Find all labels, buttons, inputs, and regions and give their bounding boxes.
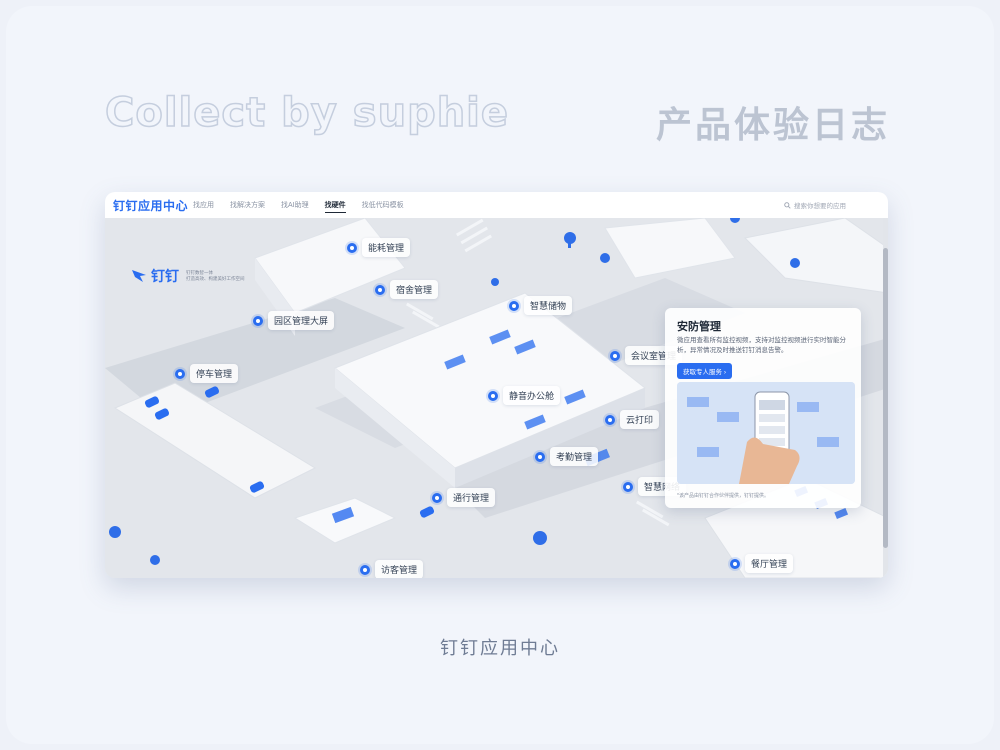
location-dot-icon	[375, 284, 385, 295]
label-text: 园区管理大屏	[268, 311, 335, 330]
poster-heading: 产品体验日志	[655, 105, 890, 146]
location-dot-icon	[509, 300, 519, 311]
scene-label-attendance[interactable]: 考勤管理	[535, 447, 599, 466]
isometric-campus-scene: 钉钉 钉钉数智一体 打造高效、构建美好工作空间 能耗管理 宿舍管理 智慧储物 园…	[105, 218, 888, 578]
dingtalk-logo: 钉钉 钉钉数智一体 打造高效、构建美好工作空间	[131, 266, 245, 286]
scene-label-parking[interactable]: 停车管理	[175, 364, 239, 383]
location-dot-icon	[488, 390, 498, 401]
scene-label-park-screen[interactable]: 园区管理大屏	[253, 311, 335, 330]
search-placeholder: 搜索你想要的应用	[794, 203, 846, 210]
nav-find-apps[interactable]: 找应用	[193, 202, 214, 209]
panel-product-image	[677, 382, 855, 484]
label-text: 智慧储物	[524, 296, 573, 315]
logo-subtitle-line-2: 打造高效、构建美好工作空间	[186, 276, 245, 281]
panel-footnote: *该产品由钉钉合作伙伴提供，钉钉提供。	[677, 493, 769, 499]
location-dot-icon	[535, 451, 545, 462]
scene-label-cloud-print[interactable]: 云打印	[605, 410, 660, 429]
scrollbar-track[interactable]	[883, 218, 888, 578]
location-dot-icon	[610, 350, 620, 361]
label-text: 宿舍管理	[390, 280, 439, 299]
label-text: 考勤管理	[550, 447, 599, 466]
nav-find-ai-assistant[interactable]: 找AI助理	[281, 202, 309, 209]
chevron-right-icon: ›	[723, 369, 726, 376]
scene-label-energy[interactable]: 能耗管理	[347, 238, 411, 257]
poster-caption: 钉钉应用中心	[440, 638, 560, 658]
brand-logo[interactable]: 钉钉应用中心	[113, 199, 189, 213]
location-dot-icon	[347, 242, 357, 253]
panel-title: 安防管理	[677, 321, 721, 333]
get-service-button[interactable]: 获取专人服务 ›	[677, 363, 732, 379]
location-dot-icon	[360, 564, 370, 575]
label-text: 访客管理	[375, 560, 424, 578]
search-icon	[784, 201, 791, 209]
label-text: 通行管理	[447, 488, 496, 507]
scene-label-dining[interactable]: 餐厅管理	[730, 554, 794, 573]
nav-find-hardware[interactable]: 找硬件	[324, 200, 346, 213]
nav-find-lowcode-templates[interactable]: 找低代码模板	[361, 202, 404, 209]
top-navigation-bar: 钉钉应用中心 找应用 找解决方案 找AI助理 找硬件 找低代码模板 搜索你想要的…	[105, 192, 888, 219]
scrollbar-thumb[interactable]	[883, 248, 888, 548]
location-dot-icon	[623, 481, 633, 492]
app-screenshot: 钉钉应用中心 找应用 找解决方案 找AI助理 找硬件 找低代码模板 搜索你想要的…	[105, 192, 888, 578]
location-dot-icon	[253, 315, 263, 326]
button-label: 获取专人服务	[683, 369, 722, 376]
detail-panel-security: 安防管理 微应用查看所有监控视频，支持对监控视频进行实时智能分析，异常情况及时推…	[665, 308, 861, 508]
nav-find-solutions[interactable]: 找解决方案	[230, 202, 265, 209]
scene-label-visitor[interactable]: 访客管理	[360, 560, 424, 578]
scene-label-access[interactable]: 通行管理	[432, 488, 496, 507]
location-dot-icon	[432, 492, 442, 503]
label-text: 静音办公舱	[503, 386, 561, 405]
watermark-text: Collect by suphie	[104, 89, 510, 137]
location-dot-icon	[605, 414, 615, 425]
location-dot-icon	[730, 558, 740, 569]
label-text: 餐厅管理	[745, 554, 794, 573]
scene-label-storage[interactable]: 智慧储物	[509, 296, 573, 315]
dingtalk-wing-icon	[132, 270, 146, 282]
label-text: 能耗管理	[362, 238, 411, 257]
panel-description: 微应用查看所有监控视频，支持对监控视频进行实时智能分析，异常情况及时推送钉钉消息…	[677, 337, 846, 354]
main-nav: 找应用 找解决方案 找AI助理 找硬件 找低代码模板	[193, 200, 404, 213]
logo-subtitle: 钉钉数智一体 打造高效、构建美好工作空间	[186, 270, 245, 282]
logo-subtitle-line-1: 钉钉数智一体	[186, 270, 213, 275]
label-text: 云打印	[620, 410, 660, 429]
scene-label-quiet-office[interactable]: 静音办公舱	[488, 386, 561, 405]
label-text: 停车管理	[190, 364, 239, 383]
logo-name: 钉钉	[151, 268, 179, 284]
search-input[interactable]: 搜索你想要的应用	[784, 199, 874, 211]
location-dot-icon	[175, 368, 185, 379]
scene-label-dorm[interactable]: 宿舍管理	[375, 280, 439, 299]
hand-holding-phone-illustration	[677, 382, 855, 484]
